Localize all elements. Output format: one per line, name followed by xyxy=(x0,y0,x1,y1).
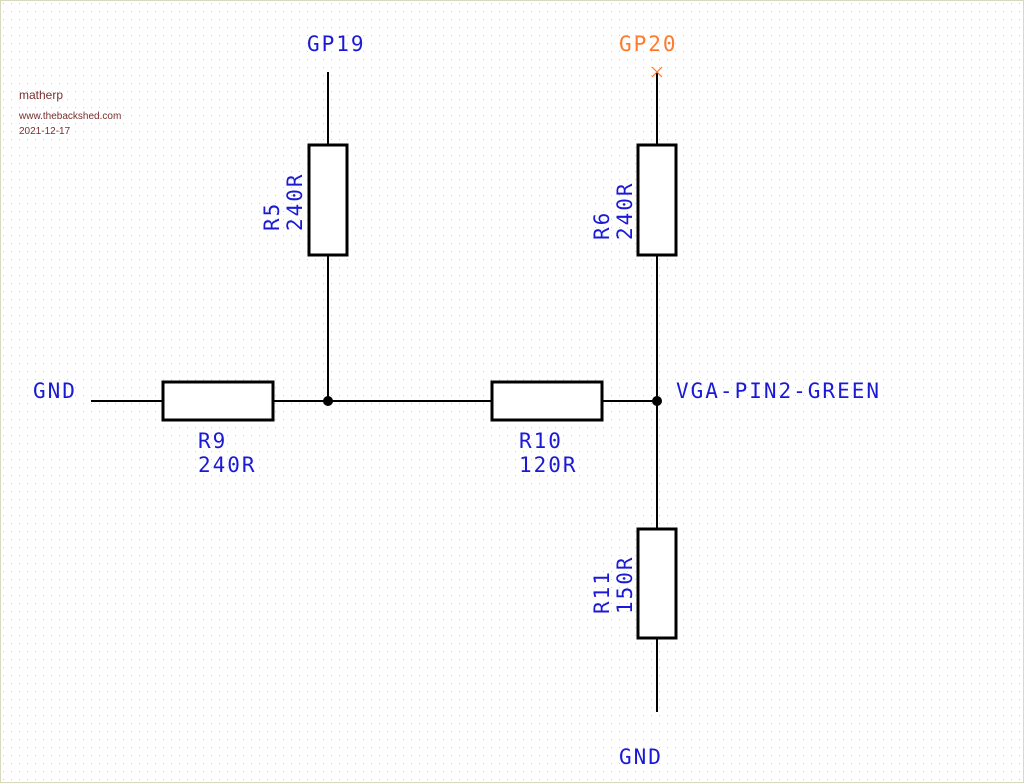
r9-ref-label: R9 xyxy=(198,429,227,453)
resistor-r11[interactable] xyxy=(636,527,678,640)
r6-ref-label: R6 xyxy=(590,211,614,240)
r6-value-label: 240R xyxy=(613,181,637,240)
net-label-gp19: GP19 xyxy=(307,32,366,56)
r11-ref-label: R11 xyxy=(590,570,614,614)
r9-value-label: 240R xyxy=(198,453,257,477)
resistor-r10[interactable] xyxy=(490,380,604,422)
junction-dot-right xyxy=(652,396,662,406)
r11-value-label: 150R xyxy=(613,555,637,614)
net-label-gnd-left: GND xyxy=(33,379,77,403)
net-label-vga: VGA-PIN2-GREEN xyxy=(676,379,881,403)
resistor-r9[interactable] xyxy=(161,380,275,422)
site-text: www.thebackshed.com xyxy=(18,111,121,122)
junction-dot-left xyxy=(323,396,333,406)
r5-value-label: 240R xyxy=(283,172,307,231)
resistor-r5[interactable] xyxy=(307,143,349,257)
r10-value-label: 120R xyxy=(519,453,578,477)
gp20-marker-icon xyxy=(651,66,663,78)
resistor-r6[interactable] xyxy=(636,143,678,257)
net-label-gp20: GP20 xyxy=(619,32,678,56)
author-text: matherp xyxy=(19,88,63,102)
net-label-gnd-bottom: GND xyxy=(619,745,663,769)
r10-ref-label: R10 xyxy=(519,429,563,453)
r5-ref-label: R5 xyxy=(260,202,284,231)
date-text: 2021-12-17 xyxy=(19,126,71,137)
